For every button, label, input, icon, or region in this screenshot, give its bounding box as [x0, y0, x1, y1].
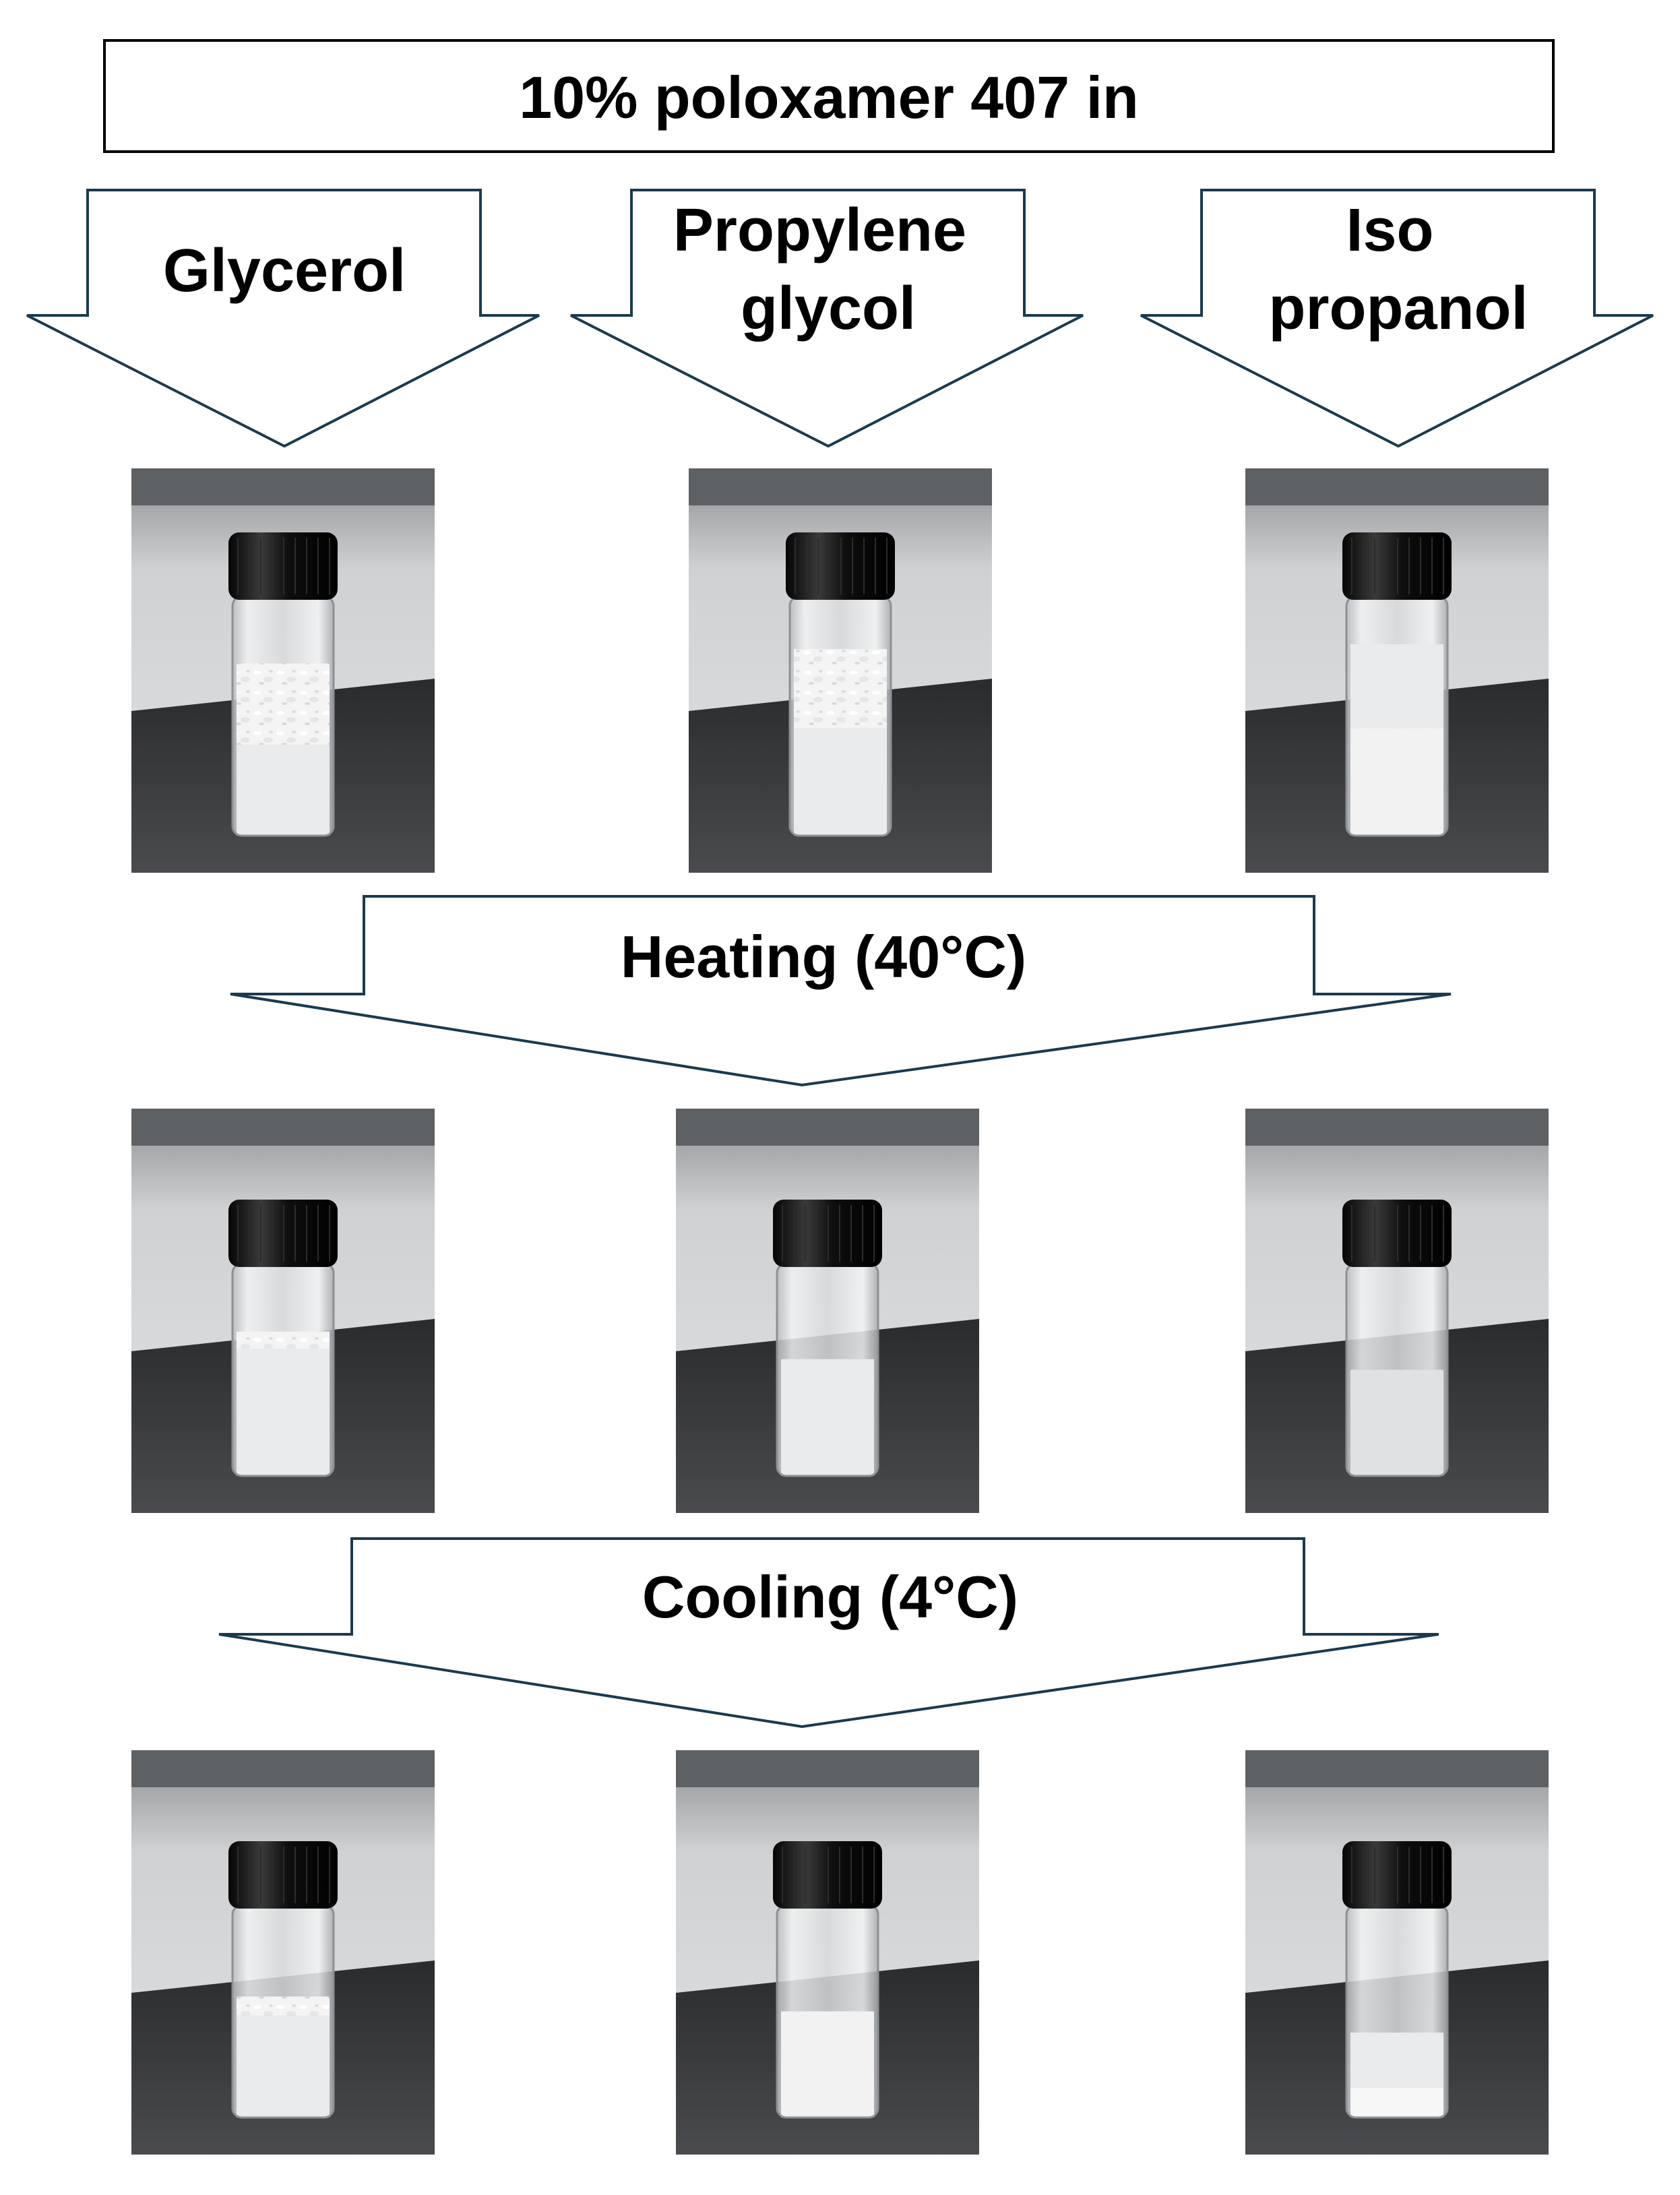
- vial-clear-liquid: [1350, 1369, 1443, 1476]
- vial-photo: [131, 1750, 435, 2155]
- title-text: 10% poloxamer 407 in: [519, 64, 1139, 131]
- vial-photo: [676, 1750, 979, 2155]
- vial-clear-liquid: [1350, 644, 1443, 729]
- wide-down-arrow-shape: [218, 1537, 1439, 1729]
- vial-white-liquid: [1350, 728, 1443, 836]
- solvent-label-line-1: Propylene: [673, 197, 966, 264]
- vial-white-flakes: [237, 663, 330, 745]
- photo-shelf: [1245, 1750, 1549, 1787]
- vial-white-flakes: [794, 649, 887, 729]
- photo-shelf: [1245, 468, 1549, 505]
- title-box: 10% poloxamer 407 in: [103, 39, 1555, 153]
- solvent-label-propylene-glycol: Propylene glycol: [673, 197, 983, 342]
- vial-white-liquid: [781, 2011, 874, 2117]
- vial-photo: [1245, 1750, 1549, 2155]
- vial-photo: [1245, 1109, 1549, 1513]
- wide-down-arrow-shape: [230, 895, 1452, 1087]
- vial-photo: [676, 1109, 979, 1513]
- vial-clear-liquid: [237, 2015, 330, 2117]
- cooling-arrow: Cooling (4°C): [218, 1537, 1439, 1729]
- vial-photo: [1245, 468, 1549, 873]
- title-frame: [103, 39, 1555, 153]
- photo-shelf: [1245, 1109, 1549, 1146]
- down-arrow-shape: [570, 189, 1084, 448]
- vial-white-flakes: [237, 1996, 330, 2016]
- solvent-label-line-2: propanol: [1269, 275, 1528, 342]
- heating-label: Heating (40°C): [621, 923, 1026, 990]
- vial-white-flakes: [237, 1331, 330, 1349]
- vial-clear-liquid: [781, 1359, 874, 1476]
- vial-photo: [689, 468, 992, 873]
- vial-clear-liquid: [237, 745, 330, 836]
- solvent-label-isopropanol: Iso propanol: [1269, 197, 1528, 342]
- solvent-label-line-2: glycol: [741, 275, 916, 342]
- cooling-label: Cooling (4°C): [642, 1564, 1018, 1630]
- photo-shelf: [131, 1750, 435, 1787]
- vial-photo: [131, 468, 435, 873]
- photo-shelf: [131, 1109, 435, 1146]
- photo-shelf: [131, 468, 435, 505]
- solvent-label-line-1: Iso: [1346, 197, 1433, 264]
- solvent-label-glycerol: Glycerol: [163, 237, 406, 305]
- vial-photo: [131, 1109, 435, 1513]
- solvent-arrow-glycerol: Glycerol: [26, 189, 540, 448]
- down-arrow-shape: [26, 189, 540, 448]
- photo-shelf: [689, 468, 992, 505]
- vial-photo-grid: [131, 468, 1549, 2155]
- photo-shelf: [676, 1109, 979, 1146]
- photo-shelf: [676, 1750, 979, 1787]
- solvent-arrow-isopropanol: Iso propanol: [1140, 189, 1654, 448]
- solvent-arrow-propylene-glycol: Propylene glycol: [570, 189, 1084, 448]
- heating-arrow: Heating (40°C): [230, 895, 1452, 1087]
- down-arrow-shape: [1140, 189, 1654, 448]
- vial-clear-liquid: [794, 728, 887, 836]
- vial-white-sediment: [1350, 2087, 1443, 2117]
- vial-clear-liquid: [237, 1349, 330, 1476]
